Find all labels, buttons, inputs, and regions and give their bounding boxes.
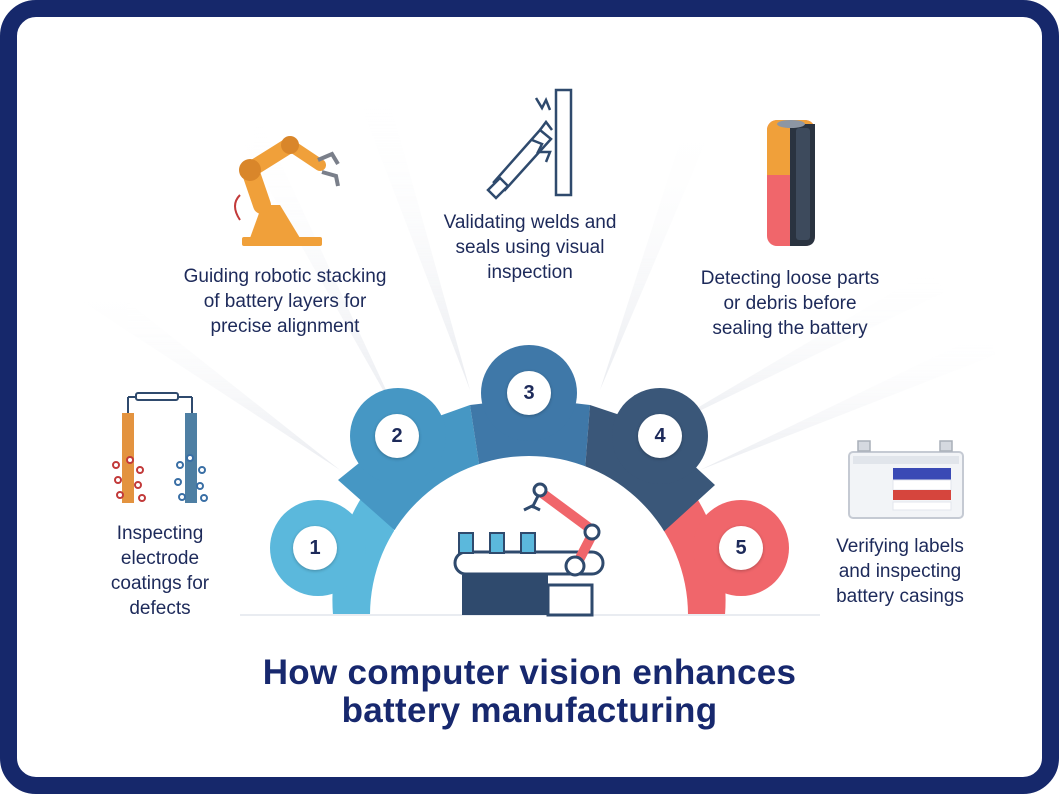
factory-robot-conveyor-icon — [453, 482, 605, 617]
page-title: How computer vision enhances battery man… — [17, 653, 1042, 730]
caption-line: of battery layers for — [203, 291, 367, 312]
step-number-4: 4 — [638, 414, 682, 458]
step-caption-5: Verifying labels and inspecting battery … — [810, 534, 990, 609]
caption-line: seals using visual — [455, 237, 605, 258]
battery-casing-icon — [848, 440, 964, 519]
caption-line: and inspecting — [838, 561, 962, 582]
step-caption-3: Validating welds and seals using visual … — [410, 210, 650, 285]
caption-line: or debris before — [723, 293, 857, 314]
title-line-1: How computer vision enhances — [262, 653, 797, 692]
caption-line: sealing the battery — [712, 318, 868, 339]
step-caption-1: Inspecting electrode coatings for defect… — [80, 521, 240, 621]
caption-line: Detecting loose parts — [700, 268, 880, 289]
welding-icon — [486, 88, 573, 200]
robotic-arm-icon — [234, 136, 340, 246]
caption-line: electrode — [120, 548, 200, 569]
step-number-1: 1 — [293, 526, 337, 570]
caption-line: battery casings — [836, 586, 964, 607]
step-caption-2: Guiding robotic stacking of battery laye… — [155, 264, 415, 339]
caption-line: defects — [129, 598, 191, 619]
caption-line: Inspecting — [116, 523, 204, 544]
caption-line: precise alignment — [210, 316, 360, 337]
step-caption-4: Detecting loose parts or debris before s… — [670, 266, 910, 341]
caption-line: Guiding robotic stacking — [183, 266, 387, 287]
caption-line: inspection — [487, 262, 573, 283]
title-line-2: battery manufacturing — [341, 691, 718, 730]
battery-cell-icon — [767, 120, 815, 246]
caption-line: Verifying labels — [836, 536, 964, 557]
electrode-icon — [112, 392, 208, 503]
step-number-3: 3 — [507, 371, 551, 415]
caption-line: Validating welds and — [443, 212, 617, 233]
step-number-5: 5 — [719, 526, 763, 570]
caption-line: coatings for — [110, 573, 210, 594]
step-number-2: 2 — [375, 414, 419, 458]
light-rays — [80, 85, 995, 470]
